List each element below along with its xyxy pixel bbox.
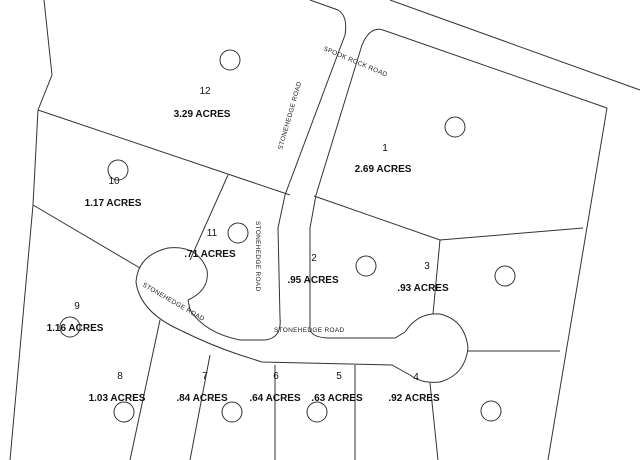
road-outlines	[135, 0, 469, 383]
road-label-stonehedge-north: STONEHEDGE ROAD	[277, 81, 303, 151]
house-site-lot-4	[480, 400, 502, 422]
lot-number: 10	[108, 176, 120, 187]
lot-acreage: .63 ACRES	[311, 393, 363, 404]
road-labels: SPOOK ROCK ROAD STONEHEDGE ROAD STONEHED…	[141, 45, 388, 334]
lot-number: 7	[202, 371, 208, 382]
house-sites	[59, 49, 516, 423]
lot-acreage: .64 ACRES	[249, 393, 301, 404]
road-label-spook-rock: SPOOK ROCK ROAD	[322, 45, 388, 78]
lot-acreage: .95 ACRES	[287, 275, 339, 286]
lot-1: 1 2.69 ACRES	[355, 143, 412, 175]
house-site-lot-3	[494, 265, 516, 287]
house-site-lot-11	[227, 222, 249, 244]
lot-8: 8 1.03 ACRES	[89, 371, 146, 404]
lot-number: 11	[207, 228, 218, 239]
lot-10: 10 1.17 ACRES	[85, 176, 142, 209]
house-site-lot-9	[59, 316, 81, 338]
road-label-stonehedge-west: STONEHEDGE ROAD	[141, 282, 206, 323]
lot-number: 1	[382, 143, 388, 154]
lot-11: 11 .71 ACRES	[184, 228, 236, 260]
house-site-lot-6	[306, 401, 328, 423]
lot-2: 2 .95 ACRES	[287, 253, 339, 286]
lot-7: 7 .84 ACRES	[176, 371, 228, 404]
lot-number: 8	[117, 371, 123, 382]
house-site-lot-12	[219, 49, 241, 71]
lot-4: 4 .92 ACRES	[388, 372, 440, 404]
lot-12: 12 3.29 ACRES	[174, 86, 231, 120]
lot-acreage: .92 ACRES	[388, 393, 440, 404]
lot-9: 9 1.16 ACRES	[47, 301, 104, 334]
lot-number: 12	[199, 86, 211, 97]
house-site-lot-1	[444, 116, 466, 138]
lot-acreage: 3.29 ACRES	[174, 109, 231, 120]
lot-acreage: .71 ACRES	[184, 249, 236, 260]
lot-acreage: 1.17 ACRES	[85, 198, 142, 209]
lot-3: 3 .93 ACRES	[397, 261, 449, 294]
lot-5: 5 .63 ACRES	[311, 371, 363, 404]
lot-acreage: 1.03 ACRES	[89, 393, 146, 404]
house-site-lot-2	[355, 255, 377, 277]
lot-6: 6 .64 ACRES	[249, 371, 301, 404]
lot-acreage: 2.69 ACRES	[355, 164, 412, 175]
road-label-stonehedge-south: STONEHEDGE ROAD	[274, 327, 344, 334]
lot-number: 2	[311, 253, 317, 264]
lot-labels: 12 3.29 ACRES 1 2.69 ACRES 10 1.17 ACRES…	[47, 86, 449, 404]
road-label-stonehedge-mid: STONEHEDGE ROAD	[254, 221, 261, 291]
lot-number: 3	[424, 261, 430, 272]
lot-acreage: .84 ACRES	[176, 393, 228, 404]
house-site-lot-7	[221, 401, 243, 423]
lot-number: 4	[413, 372, 419, 383]
lot-number: 6	[273, 371, 279, 382]
lot-number: 9	[74, 301, 80, 312]
house-site-lot-10	[107, 159, 129, 181]
house-site-lot-8	[113, 401, 135, 423]
lot-boundaries	[9, 0, 640, 460]
lot-acreage: 1.16 ACRES	[47, 323, 104, 334]
lot-number: 5	[336, 371, 342, 382]
lot-acreage: .93 ACRES	[397, 283, 449, 294]
